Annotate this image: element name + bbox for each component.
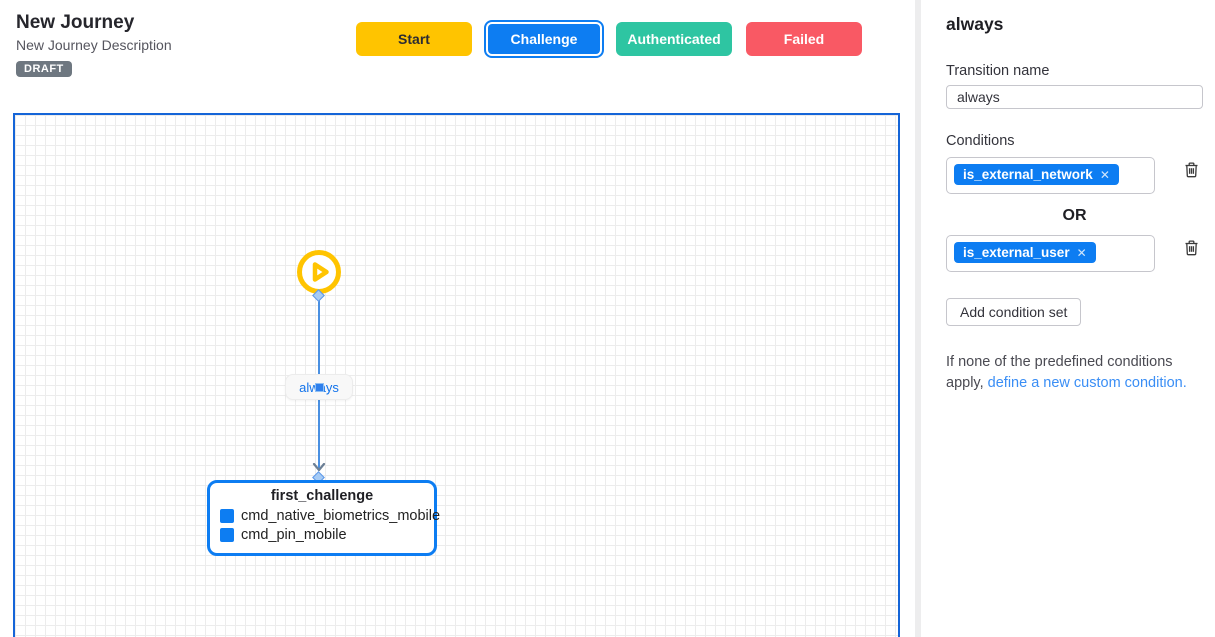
start-node[interactable] <box>296 249 342 295</box>
condition-set-row: is_external_network ✕ <box>946 157 1203 194</box>
conditions-label: Conditions <box>946 133 1015 149</box>
node-step-item[interactable]: cmd_pin_mobile <box>220 527 426 543</box>
page-title: New Journey <box>16 12 135 33</box>
or-joiner: OR <box>1062 207 1087 224</box>
condition-chip[interactable]: is_external_network ✕ <box>954 164 1119 185</box>
challenge-state-button[interactable]: Challenge <box>484 20 604 58</box>
condition-set-input[interactable]: is_external_network ✕ <box>946 157 1155 194</box>
step-icon <box>220 509 234 523</box>
node-title: first_challenge <box>270 488 374 504</box>
step-label: cmd_pin_mobile <box>241 527 347 543</box>
remove-condition-icon[interactable]: ✕ <box>1099 167 1110 182</box>
panel-title: always <box>946 14 1004 34</box>
custom-condition-link[interactable]: define a new custom condition. <box>987 375 1187 391</box>
edge-label[interactable]: always <box>285 374 353 400</box>
journey-canvas[interactable]: always first_challenge cmd_native_biomet… <box>13 113 900 637</box>
delete-condition-set-icon[interactable] <box>1183 239 1200 262</box>
play-icon <box>297 250 341 294</box>
condition-chip[interactable]: is_external_user ✕ <box>954 242 1096 263</box>
hint-text: If none of the predefined conditions app… <box>946 354 1173 391</box>
transition-name-input[interactable] <box>946 85 1203 109</box>
start-state-button[interactable]: Start <box>356 22 472 56</box>
edge-arrowhead-icon <box>312 460 326 478</box>
step-icon <box>220 528 234 542</box>
custom-condition-hint: If none of the predefined conditions app… <box>946 352 1198 394</box>
challenge-node[interactable]: first_challenge cmd_native_biometrics_mo… <box>207 480 440 556</box>
edge-midpoint-handle[interactable] <box>314 382 324 392</box>
transition-name-label: Transition name <box>946 63 1050 79</box>
remove-condition-icon[interactable]: ✕ <box>1076 245 1087 260</box>
condition-chip-label: is_external_user <box>963 245 1070 260</box>
step-label: cmd_native_biometrics_mobile <box>241 508 441 524</box>
delete-condition-set-icon[interactable] <box>1183 161 1200 184</box>
condition-set-input[interactable]: is_external_user ✕ <box>946 235 1155 272</box>
page-subtitle: New Journey Description <box>16 37 172 53</box>
condition-chip-label: is_external_network <box>963 167 1093 182</box>
panel-divider <box>915 0 921 637</box>
journey-state-buttons: Start Challenge Authenticated Failed <box>356 20 862 58</box>
status-badge: DRAFT <box>16 61 72 77</box>
condition-set-row: is_external_user ✕ <box>946 235 1203 272</box>
add-condition-set-button[interactable]: Add condition set <box>946 298 1082 326</box>
node-step-item[interactable]: cmd_native_biometrics_mobile <box>220 508 440 524</box>
header: New Journey New Journey Description DRAF… <box>16 12 172 77</box>
failed-state-button[interactable]: Failed <box>746 22 862 56</box>
authenticated-state-button[interactable]: Authenticated <box>616 22 732 56</box>
transition-panel: always Transition name Conditions is_ext… <box>921 0 1215 637</box>
